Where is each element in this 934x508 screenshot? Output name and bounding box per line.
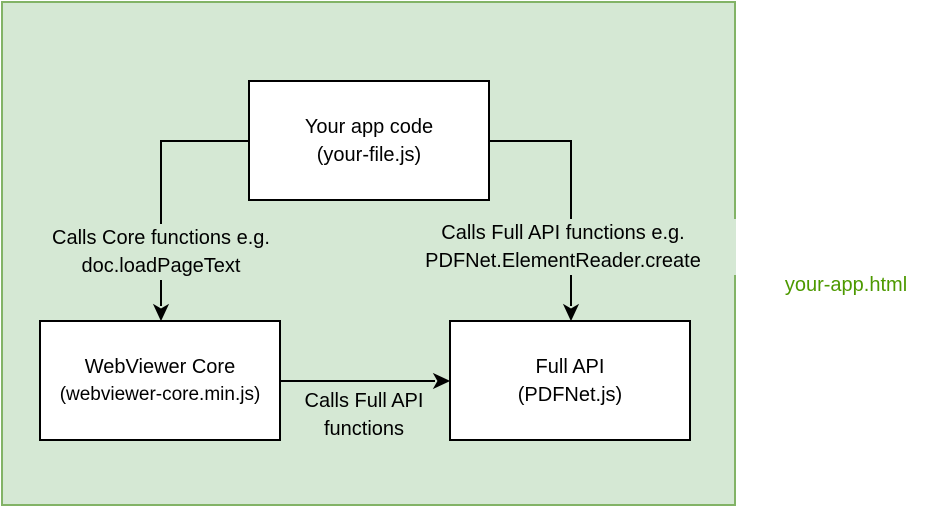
full-api-title: Full API	[535, 355, 605, 378]
webviewer-core-title: WebViewer Core	[84, 355, 236, 378]
app-code-file: (your-file.js)	[316, 143, 422, 166]
edge-label-full-api-calls: Calls Full API functions e.g. PDFNet.Ele…	[390, 219, 736, 275]
full-api-node: Full API (PDFNet.js)	[449, 320, 691, 441]
edge-label-core-line2: doc.loadPageText	[81, 255, 241, 277]
edge-label-full-line1: Calls Full API functions e.g.	[441, 222, 685, 244]
webviewer-core-node: WebViewer Core (webviewer-core.min.js)	[39, 320, 281, 441]
webviewer-core-file: (webviewer-core.min.js)	[59, 383, 261, 405]
app-code-title: Your app code	[304, 115, 434, 138]
edge-label-full-line2: PDFNet.ElementReader.create	[425, 250, 701, 272]
full-api-file: (PDFNet.js)	[517, 383, 623, 406]
edge-label-core-to-full: Calls Full API functions	[283, 387, 445, 443]
edge-label-core-line1: Calls Core functions e.g.	[52, 227, 270, 249]
edge-label-bottom-line1: Calls Full API	[304, 390, 424, 412]
edge-label-bottom-line2: functions	[323, 418, 405, 440]
container-label: your-app.html	[784, 274, 908, 296]
edge-label-core-calls: Calls Core functions e.g. doc.loadPageTe…	[20, 224, 302, 280]
app-code-node: Your app code (your-file.js)	[248, 80, 490, 201]
